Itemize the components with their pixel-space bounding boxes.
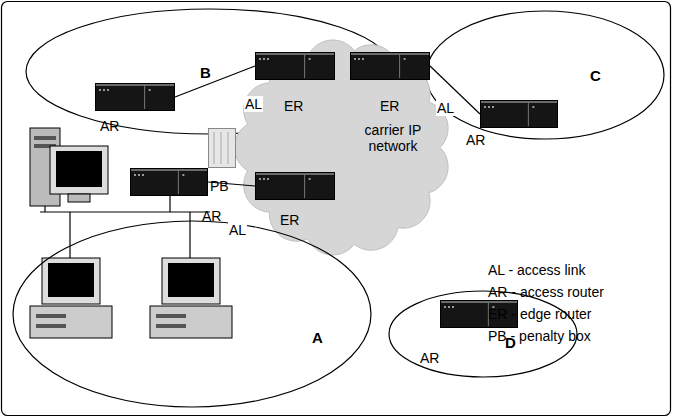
router-shape	[480, 100, 558, 128]
network-label: carrier IP network	[348, 122, 438, 154]
link-label: AL	[436, 100, 455, 116]
legend-text: AR - access router	[488, 284, 604, 300]
device-label: ER	[280, 212, 299, 228]
network-site: AAR	[12, 220, 372, 408]
link-label: AL	[244, 96, 263, 112]
router-icon: AR	[95, 83, 175, 111]
device-label: ER	[284, 98, 303, 114]
access-link	[175, 66, 255, 97]
legend-text: AL - access link	[488, 262, 586, 278]
router-shape	[350, 52, 430, 80]
workstation	[30, 258, 112, 338]
ellipse-shape	[12, 220, 372, 408]
penalty-box: PB	[208, 128, 236, 168]
router-shape	[95, 83, 175, 111]
device-label: AR	[100, 118, 119, 134]
legend-text: ER - edge router	[488, 306, 592, 322]
router-icon: AR	[130, 168, 208, 196]
pb-shape	[208, 128, 236, 168]
site-letter: B	[200, 65, 211, 81]
router-icon: ER	[255, 172, 335, 200]
router-shape	[130, 168, 208, 196]
router-shape	[255, 52, 335, 80]
site-letter: C	[590, 68, 601, 84]
site-letter: A	[312, 330, 323, 346]
server-computer	[30, 128, 108, 206]
router-shape	[255, 172, 335, 200]
device-label: AR	[466, 132, 485, 148]
link-label: AL	[228, 222, 247, 238]
device-label: ER	[380, 98, 399, 114]
router-icon: AR	[480, 100, 558, 128]
carrier-cloud: carrier IP networkERERER	[235, 40, 450, 255]
device-label: AR	[420, 350, 439, 366]
device-label: PB	[210, 178, 229, 194]
device-label: AR	[202, 208, 221, 224]
router-icon: ER	[255, 52, 335, 80]
legend-text: PB - penalty box	[488, 328, 591, 344]
workstation	[150, 258, 232, 338]
router-icon: ER	[350, 52, 430, 80]
network-site: C AR	[425, 10, 665, 140]
